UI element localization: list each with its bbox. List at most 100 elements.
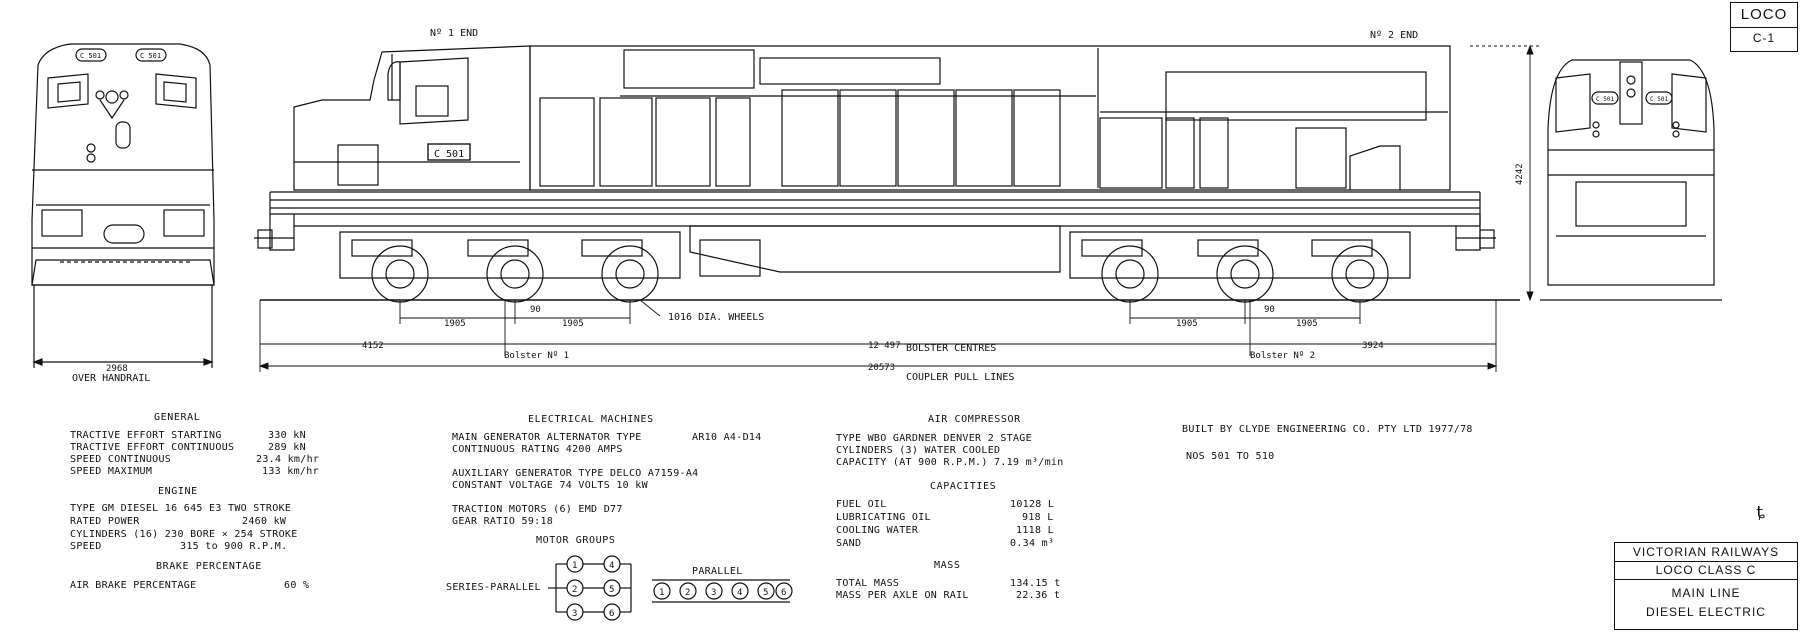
wheelbase-b2: 1905 (1296, 319, 1318, 329)
coupler-dimension: 20573 (868, 363, 895, 373)
general-row-label: SPEED MAXIMUM (70, 466, 153, 477)
motor-number: 6 (781, 588, 786, 598)
engine-row-label: SPEED (70, 541, 102, 552)
mass-label: MASS PER AXLE ON RAIL (836, 590, 969, 601)
series-parallel-label: SERIES-PARALLEL (446, 582, 541, 593)
general-row-label: TRACTIVE EFFORT STARTING (70, 430, 222, 441)
capacity-label: LUBRICATING OIL (836, 512, 931, 523)
wheelbase-b1: 1905 (1176, 319, 1198, 329)
general-row-label: TRACTIVE EFFORT CONTINUOUS (70, 442, 235, 453)
motor-number: 3 (711, 588, 716, 598)
loco-number-plate: C 501 (434, 149, 464, 160)
electrical-line: AUXILIARY GENERATOR TYPE DELCO A7159-A4 (452, 468, 699, 479)
railway-name: VICTORIAN RAILWAYS (1632, 545, 1780, 559)
engine-row-label: CYLINDERS (16) 230 BORE × 254 STROKE (70, 529, 298, 540)
engine-row-label: TYPE GM DIESEL 16 645 E3 TWO STROKE (70, 503, 292, 514)
dimension-lines (258, 44, 1540, 372)
mass-value: 22.36 t (1016, 590, 1061, 601)
general-row-value: 330 kN (268, 430, 306, 441)
motor-number: 1 (572, 561, 577, 571)
rear-plate-left: C 501 (1596, 96, 1614, 103)
capacity-value: 10128 L (1010, 499, 1055, 510)
motor-number: 3 (572, 609, 577, 619)
loco-code-box: LOCO C-1 (1730, 2, 1798, 52)
motor-number: 5 (763, 588, 768, 598)
coupler-label: COUPLER PULL LINES (906, 372, 1014, 383)
no2-end-label: Nº 2 END (1370, 30, 1418, 41)
mass-heading: MASS (934, 560, 961, 571)
brake-row-label: AIR BRAKE PERCENTAGE (70, 580, 197, 591)
loco-type-line1: MAIN LINE (1671, 586, 1741, 600)
loco-label: LOCO (1740, 6, 1788, 23)
motor-number: 2 (572, 585, 577, 595)
general-row-value: 289 kN (268, 442, 306, 453)
air-compressor-heading: AIR COMPRESSOR (928, 414, 1021, 425)
mass-label: TOTAL MASS (836, 578, 900, 589)
signature-mark: ȶ (1756, 502, 1765, 523)
bolster1-label: Bolster Nº 1 (504, 351, 569, 361)
capacity-label: FUEL OIL (836, 499, 887, 510)
side-elevation (254, 45, 1520, 303)
mass-value: 134.15 t (1010, 578, 1061, 589)
electrical-line: CONSTANT VOLTAGE 74 VOLTS 10 kW (452, 480, 648, 491)
brake-heading: BRAKE PERCENTAGE (156, 561, 262, 572)
left-overhang-dimension: 4152 (362, 341, 384, 351)
electrical-line: MAIN GENERATOR ALTERNATOR TYPE (452, 432, 642, 443)
front-plate-right: C 501 (140, 52, 161, 60)
width-caption: OVER HANDRAIL (72, 373, 150, 384)
width-dimension: 2968 (106, 364, 128, 374)
no1-end-label: Nº 1 END (430, 28, 478, 39)
capacity-value: 0.34 m³ (1010, 538, 1055, 549)
front-plate-left: C 501 (80, 52, 101, 60)
capacity-label: SAND (836, 538, 862, 549)
general-heading: GENERAL (154, 412, 201, 423)
general-row-value: 23.4 km/hr (256, 454, 320, 465)
bolster2-label: Bolster Nº 2 (1250, 351, 1315, 361)
general-row-label: SPEED CONTINUOUS (70, 454, 172, 465)
bolster-centres-label: BOLSTER CENTRES (906, 343, 996, 354)
motor-number: 4 (737, 588, 742, 598)
electrical-line-value: AR10 A4-D14 (692, 432, 762, 443)
gap-b: 90 (1264, 305, 1275, 315)
motor-number: 5 (609, 585, 614, 595)
motor-groups-heading: MOTOR GROUPS (536, 535, 616, 546)
electrical-line: CONTINUOUS RATING 4200 AMPS (452, 444, 623, 455)
right-overhang-dimension: 3924 (1362, 341, 1384, 351)
rear-plate-right: C 501 (1650, 96, 1668, 103)
motor-number: 6 (609, 609, 614, 619)
general-row-value: 133 km/hr (262, 466, 319, 477)
wheel-diameter-label: 1016 DIA. WHEELS (668, 312, 764, 323)
engine-heading: ENGINE (158, 486, 198, 497)
engine-row-value: 2460 kW (242, 516, 287, 527)
capacity-value: 1118 L (1016, 525, 1054, 536)
capacities-heading: CAPACITIES (930, 481, 997, 492)
electrical-line: TRACTION MOTORS (6) EMD D77 (452, 504, 623, 515)
front-end-view (31, 43, 215, 368)
height-dimension: 4242 (1515, 163, 1525, 185)
loco-code: C-1 (1752, 31, 1776, 45)
air-compressor-line: CAPACITY (AT 900 R.P.M.) 7.19 m³/min (836, 457, 1064, 468)
gap-a: 90 (530, 305, 541, 315)
engine-row-value: 315 to 900 R.P.M. (180, 541, 288, 552)
builder-numbers: NOS 501 TO 510 (1186, 451, 1275, 462)
wheelbase-a2: 1905 (562, 319, 584, 329)
loco-type-line2: DIESEL ELECTRIC (1646, 605, 1766, 619)
rear-end-view (1540, 59, 1722, 301)
engine-row-label: RATED POWER (70, 516, 140, 527)
wheelbase-a1: 1905 (444, 319, 466, 329)
brake-row-value: 60 % (284, 580, 310, 591)
electrical-heading: ELECTRICAL MACHINES (528, 414, 654, 425)
title-block: VICTORIAN RAILWAYS LOCO CLASS C MAIN LIN… (1614, 542, 1798, 630)
motor-number: 1 (659, 588, 664, 598)
motor-number: 4 (609, 561, 614, 571)
motor-groups-diagram (548, 555, 793, 621)
loco-class: LOCO CLASS C (1655, 563, 1757, 577)
capacity-value: 918 L (1022, 512, 1054, 523)
motor-number: 2 (685, 588, 690, 598)
electrical-line: GEAR RATIO 59:18 (452, 516, 554, 527)
capacity-label: COOLING WATER (836, 525, 919, 536)
bolster-centres-dimension: 12 497 (868, 341, 901, 351)
air-compressor-line: TYPE WBO GARDNER DENVER 2 STAGE (836, 433, 1032, 444)
builder-line: BUILT BY CLYDE ENGINEERING CO. PTY LTD 1… (1182, 424, 1473, 435)
